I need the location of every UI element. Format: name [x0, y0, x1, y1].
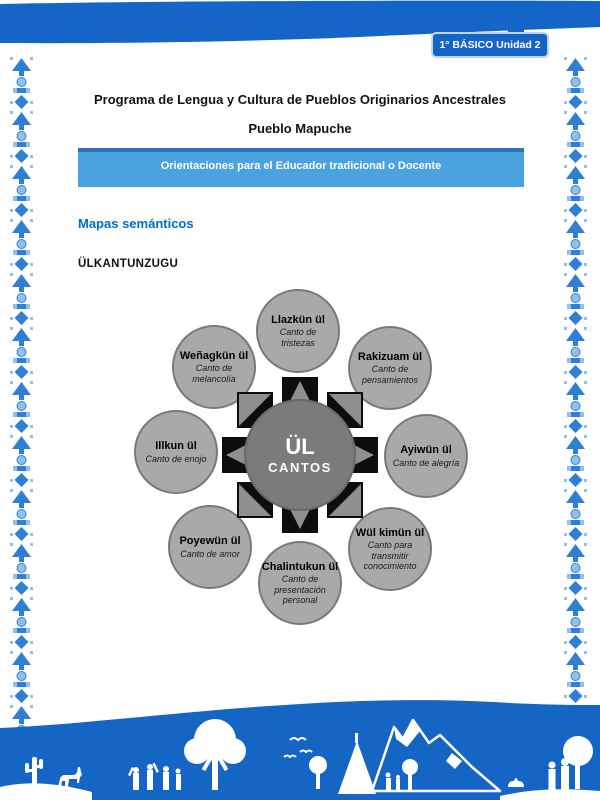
node-subtitle: Canto de enojo [145, 453, 207, 464]
node-subtitle: Canto para transmitir conocimiento [363, 540, 417, 571]
node-subtitle: Canto de presentación personal [274, 574, 326, 605]
birds-icon [283, 737, 313, 759]
node-title: Poyewün ül [179, 535, 241, 547]
people-silhouette [548, 758, 569, 790]
node-subtitle: Canto de tristezas [279, 327, 317, 348]
node-wenagkun: Weñagkün ül Canto de melancolía [172, 325, 256, 409]
footer-art [0, 718, 600, 800]
program-title: Programa de Lengua y Cultura de Pueblos … [93, 92, 507, 107]
node-subtitle: Canto de pensamientos [361, 364, 419, 385]
side-border-pattern-left-icon [8, 56, 35, 736]
section-heading: Mapas semánticos [78, 216, 194, 231]
pueblo-subtitle: Pueblo Mapuche [248, 121, 352, 136]
cactus-icon [25, 757, 43, 787]
people-silhouette [385, 759, 418, 791]
small-tree-icon [309, 756, 327, 789]
center-subtitle: CANTOS [268, 460, 332, 476]
node-wulkimun: Wül kimün ül Canto para transmitir conoc… [348, 507, 432, 591]
people-silhouette [127, 762, 181, 790]
tree-icon [184, 719, 246, 790]
node-subtitle: Canto de amor [180, 548, 240, 559]
node-title: Llazkün ül [271, 313, 325, 326]
node-title: Ayiwün ül [400, 444, 452, 456]
node-title: Chalintukun ül [261, 560, 339, 573]
tree-icon [563, 736, 593, 789]
node-title: Weñagkün ül [179, 349, 249, 362]
node-rakizuam: Rakizuam ül Canto de pensamientos [348, 326, 432, 410]
node-subtitle: Canto de alegría [392, 457, 460, 468]
node-llazkun: Llazkün ül Canto de tristezas [256, 289, 340, 373]
mountain-icon [370, 718, 502, 793]
node-title: Rakizuam ül [357, 350, 423, 363]
rabbit-icon [508, 778, 524, 787]
center-title: ÜL [285, 433, 315, 459]
side-border-pattern-right-icon [562, 56, 589, 736]
unit-badge: 1° BÁSICO Unidad 2 [431, 32, 549, 58]
landscape-silhouette-icon [0, 700, 600, 800]
node-illkun: Illkun ül Canto de enojo [134, 410, 218, 494]
node-title: Illkun ül [155, 440, 197, 452]
node-chalintukun: Chalintukun ül Canto de presentación per… [258, 541, 342, 625]
semantic-map-diagram: Llazkün ül Canto de tristezas Weñagkün ü… [130, 285, 470, 630]
node-poyewun: Poyewün ül Canto de amor [168, 505, 252, 589]
llama-icon [58, 767, 82, 787]
center-node: ÜL CANTOS [244, 399, 356, 511]
orientation-banner: Orientaciones para el Educador tradicion… [78, 148, 524, 187]
semantic-map-title: ÜLKANTUNZUGU [78, 258, 179, 270]
node-subtitle: Canto de melancolía [192, 363, 236, 384]
node-ayiwun: Ayiwün ül Canto de alegría [384, 414, 468, 498]
node-title: Wül kimün ül [355, 526, 425, 539]
tent-icon [338, 741, 376, 794]
